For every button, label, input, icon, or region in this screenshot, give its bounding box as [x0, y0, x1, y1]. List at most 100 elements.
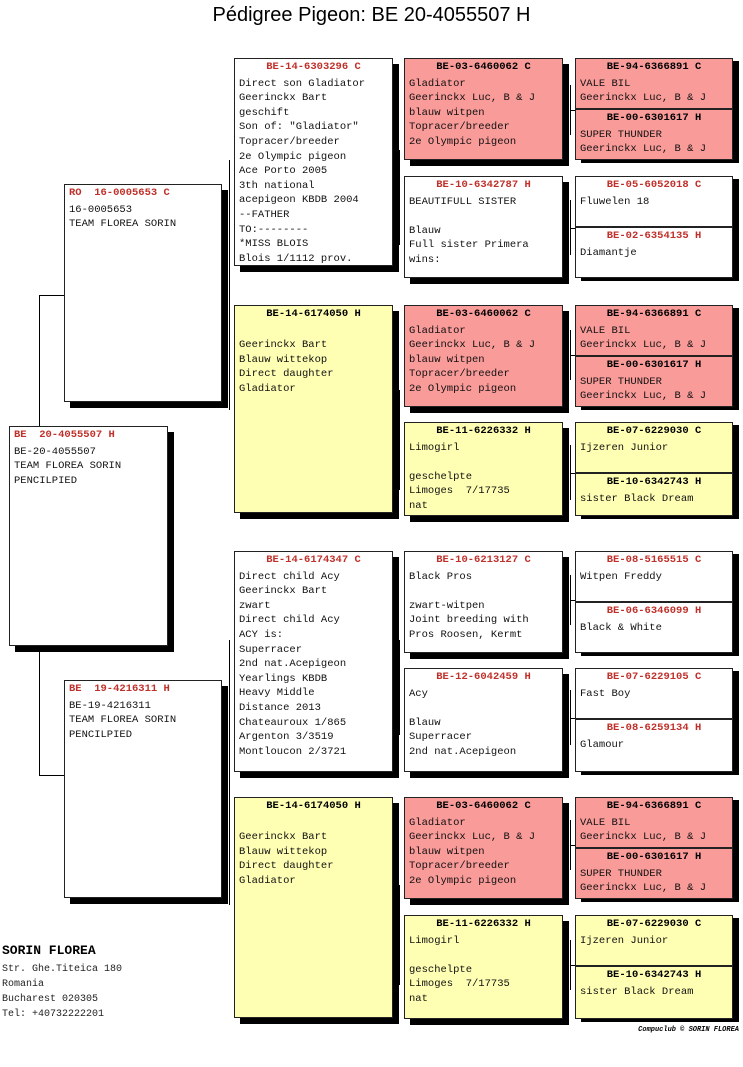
card-line: [409, 455, 558, 470]
ring-number: BE-08-5165515 C: [606, 554, 702, 566]
card-line: 2nd nat.Acepigeon: [409, 745, 517, 758]
card-line: TEAM FLOREA SORIN: [69, 714, 177, 727]
ring-number: BE-14-6174050 H: [266, 800, 361, 812]
card-line: SUPER THUNDER: [580, 128, 662, 141]
card-line: Gladiator: [239, 382, 296, 395]
ring-number: BE-07-6229030 C: [606, 425, 702, 437]
ring-number: BE-94-6366891 C: [606, 308, 702, 320]
card-line: Black & White: [580, 621, 662, 634]
card-line: Geerinckx Bart: [239, 339, 328, 352]
ring-number: BE-10-6342743 H: [606, 969, 702, 981]
connector-line: [570, 600, 575, 601]
ring-number: BE-94-6366891 C: [606, 61, 702, 73]
pedigree-card-gen5: BE-07-6229030 C Ijzeren Junior: [575, 915, 733, 966]
ring-number: BE-00-6301617 H: [606, 112, 702, 124]
card-line: [409, 209, 558, 224]
ring-number: BE-11-6226332 H: [436, 425, 531, 437]
card-line: Argenton 3/3519: [239, 731, 334, 744]
card-line: Distance 2013: [239, 701, 321, 714]
card-line: Geerinckx Luc, B & J: [580, 339, 707, 352]
card-line: nat: [409, 499, 428, 512]
card-line: Direct son Gladiator: [239, 77, 366, 90]
ring-number: BE-94-6366891 C: [606, 800, 702, 812]
card-line: *MISS BLOIS: [239, 238, 309, 251]
card-line: Chateauroux 1/865: [239, 716, 347, 729]
ring-number: BE-07-6229105 C: [606, 671, 702, 683]
card-line: Blois 1/1112 prov.: [239, 252, 353, 265]
card-line: Direct daughter: [239, 860, 334, 873]
card-line: zwart: [239, 599, 271, 612]
card-line: Gladiator: [409, 816, 466, 829]
card-line: --FATHER: [239, 208, 290, 221]
ring-number: BE-07-6229030 C: [606, 918, 702, 930]
card-line: Diamantje: [580, 246, 637, 259]
card-line: Topracer/breeder: [409, 121, 510, 134]
card-line: Geerinckx Luc, B & J: [409, 831, 536, 844]
card-line: PENCILPIED: [69, 728, 133, 741]
connector-line: [570, 227, 575, 229]
owner-info: SORIN FLOREA Str. Ghe.Titeica 180 Romani…: [2, 942, 122, 1022]
pedigree-card-gen5: BE-08-6259134 H Glamour: [575, 719, 733, 772]
card-line: Full sister Primera: [409, 239, 529, 252]
card-line: 2e Olympic pigeon: [409, 382, 517, 395]
card-line: Geerinckx Bart: [239, 92, 328, 105]
card-line: Fast Boy: [580, 687, 631, 700]
connector-line: [229, 640, 230, 905]
card-line: zwart-witpen: [409, 599, 485, 612]
connector-line: [399, 150, 400, 245]
card-line: Ijzeren Junior: [580, 441, 669, 454]
card-line: Superracer: [409, 731, 473, 744]
card-line: Direct daughter: [239, 368, 334, 381]
card-line: Heavy Middle: [239, 687, 315, 700]
card-line: Montloucon 2/3721: [239, 745, 347, 758]
connector-line: [229, 160, 230, 410]
card-line: Geerinckx Luc, B & J: [580, 143, 707, 156]
card-line: Ijzeren Junior: [580, 934, 669, 947]
card-line: blauw witpen: [409, 353, 485, 366]
owner-address-line: Bucharest 020305: [2, 994, 99, 1005]
ring-number: BE-14-6174050 H: [266, 308, 361, 320]
pedigree-card-gen5: BE-07-6229030 C Ijzeren Junior: [575, 422, 733, 473]
ring-number: BE-12-6042459 H: [436, 671, 531, 683]
card-line: Limogirl: [409, 441, 460, 454]
pedigree-card-gen5: BE-07-6229105 C Fast Boy: [575, 668, 733, 719]
card-line: Glamour: [580, 738, 625, 751]
connector-line: [399, 885, 400, 985]
card-line: Topracer/breeder: [239, 135, 340, 148]
card-line: [239, 816, 388, 831]
card-line: Geerinckx Luc, B & J: [409, 92, 536, 105]
ring-number: BE-10-6342787 H: [436, 179, 531, 191]
ring-number: BE-03-6460062 C: [436, 308, 531, 320]
card-line: 2e Olympic pigeon: [409, 135, 517, 148]
card-line: sister Black Dream: [580, 492, 694, 505]
card-line: blauw witpen: [409, 106, 485, 119]
ring-number: BE-08-6259134 H: [606, 722, 702, 734]
card-line: nat: [409, 992, 428, 1005]
card-line: Black Pros: [409, 570, 473, 583]
card-line: Ace Porto 2005: [239, 165, 328, 178]
card-line: Geerinckx Luc, B & J: [580, 831, 707, 844]
card-line: 2e Olympic pigeon: [409, 874, 517, 887]
card-line: [409, 701, 558, 716]
card-line: Direct child Acy: [239, 614, 340, 627]
ring-number: BE-03-6460062 C: [436, 800, 531, 812]
card-line: Acy: [409, 687, 428, 700]
card-line: Geerinckx Luc, B & J: [580, 92, 707, 105]
card-line: Gladiator: [239, 874, 296, 887]
card-line: BEAUTIFULL SISTER: [409, 195, 517, 208]
